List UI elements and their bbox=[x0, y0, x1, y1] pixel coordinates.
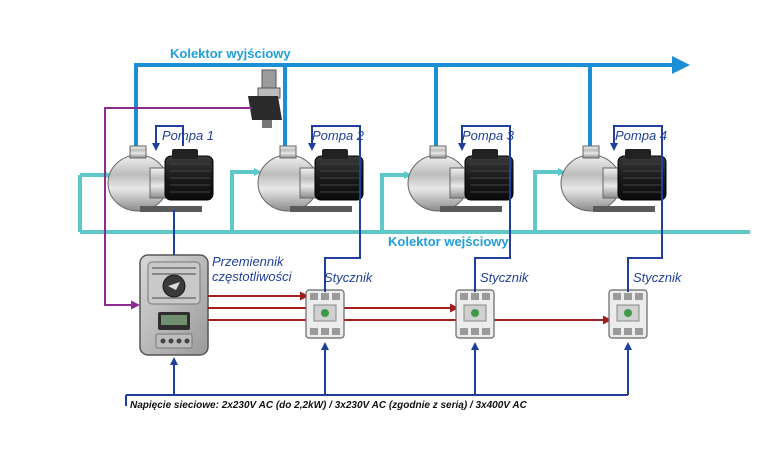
vfd-label-line2: częstotliwości bbox=[212, 269, 293, 284]
contactor-2: Stycznik bbox=[455, 270, 530, 339]
contactor-1: Stycznik bbox=[305, 270, 374, 339]
pump-4: Pompa 4 bbox=[560, 128, 667, 212]
vfd-keypad bbox=[155, 333, 193, 349]
pumps: Pompa 1 Pompa 2 Pompa 3 Pompa 4 bbox=[107, 128, 667, 212]
pressure-sensor bbox=[248, 69, 282, 128]
contactors: Stycznik Stycznik Stycznik bbox=[305, 270, 683, 339]
contactor-3-label: Stycznik bbox=[633, 270, 683, 285]
contactor-1-label: Stycznik bbox=[324, 270, 374, 285]
pump-2: Pompa 2 bbox=[257, 128, 365, 212]
collector-input bbox=[78, 168, 750, 234]
frequency-converter bbox=[139, 254, 209, 356]
pump-3: Pompa 3 bbox=[407, 128, 515, 212]
collector-output-label: Kolektor wyjściowy bbox=[170, 46, 291, 61]
contactor-indicator-icon bbox=[321, 309, 329, 317]
collector-input-label: Kolektor wejściowy bbox=[388, 234, 509, 249]
pump-4-label: Pompa 4 bbox=[615, 128, 667, 143]
vfd-label: Przemiennik częstotliwości bbox=[212, 254, 293, 284]
contactor-indicator-icon bbox=[471, 309, 479, 317]
pump-1-label: Pompa 1 bbox=[162, 128, 214, 143]
pump-2-label: Pompa 2 bbox=[312, 128, 365, 143]
contactor-indicator-icon bbox=[624, 309, 632, 317]
contactor-2-label: Stycznik bbox=[480, 270, 530, 285]
contactor-3: Stycznik bbox=[608, 270, 683, 339]
control-lines bbox=[152, 125, 663, 292]
vfd-label-line1: Przemiennik bbox=[212, 254, 285, 269]
collector-output-arrowhead bbox=[672, 56, 690, 74]
pump-1: Pompa 1 bbox=[107, 128, 214, 212]
signal-line bbox=[104, 107, 252, 310]
collector-output bbox=[134, 56, 690, 148]
supply-bus bbox=[125, 342, 632, 406]
power-lines bbox=[208, 291, 612, 325]
supply-voltage-label: Napięcie sieciowe: 2x230V AC (do 2,2kW) … bbox=[130, 400, 528, 411]
pump-3-label: Pompa 3 bbox=[462, 128, 515, 143]
